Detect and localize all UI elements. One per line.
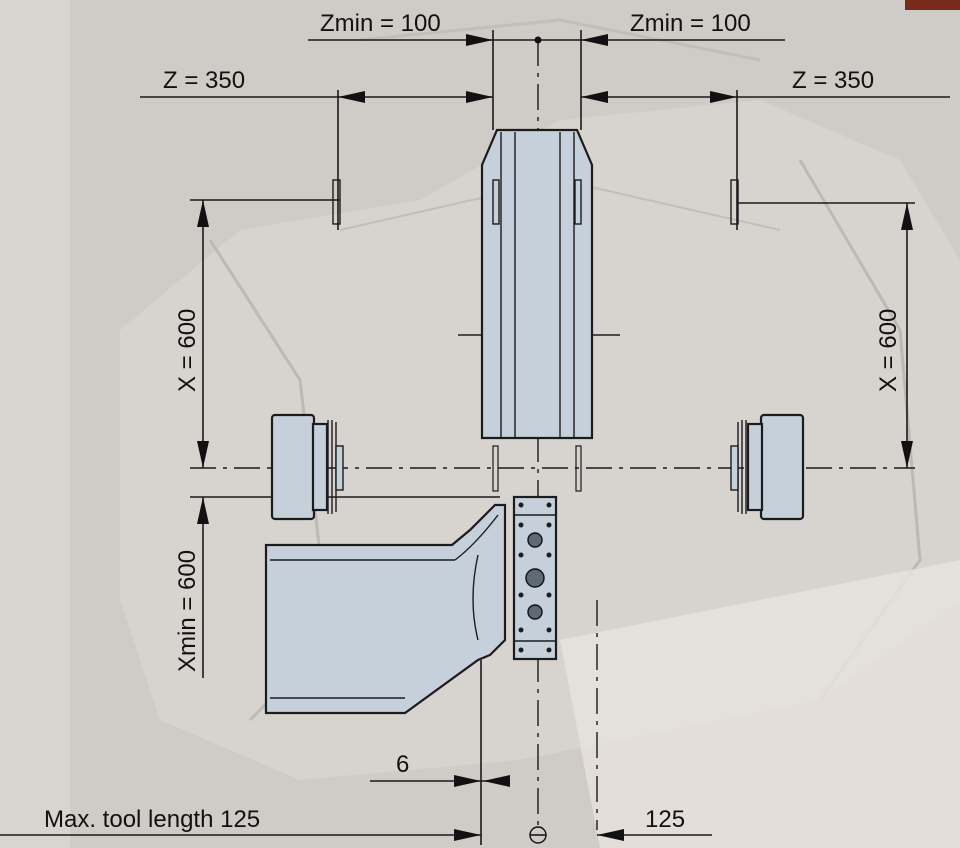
dim-zmin: Zmin = 100 Zmin = 100 [308, 10, 785, 130]
zmin-right-label: Zmin = 100 [630, 10, 751, 37]
dim-x-left: X = 600 Xmin = 600 [174, 199, 500, 678]
corner-badge [905, 0, 960, 10]
lower-turret-body [264, 503, 507, 715]
dim-bottom: 6 Max. tool length 125 125 [0, 660, 712, 845]
z-left-label: Z = 350 [163, 67, 245, 94]
right-spindle [730, 179, 805, 521]
six-label: 6 [396, 751, 409, 778]
x-right-label: X = 600 [875, 309, 902, 392]
tool-disc [512, 495, 558, 661]
xmin-label: Xmin = 600 [174, 550, 201, 672]
dim-x-right: X = 600 [737, 202, 915, 468]
dim-z: Z = 350 Z = 350 [140, 67, 950, 230]
one25-label: 125 [645, 806, 685, 833]
z-right-label: Z = 350 [792, 67, 874, 94]
top-tool-holder [480, 128, 594, 492]
zmin-left-label: Zmin = 100 [320, 10, 441, 37]
max-tool-length-label: Max. tool length 125 [44, 806, 260, 833]
left-spindle [270, 179, 344, 521]
x-left-label: X = 600 [174, 309, 201, 392]
